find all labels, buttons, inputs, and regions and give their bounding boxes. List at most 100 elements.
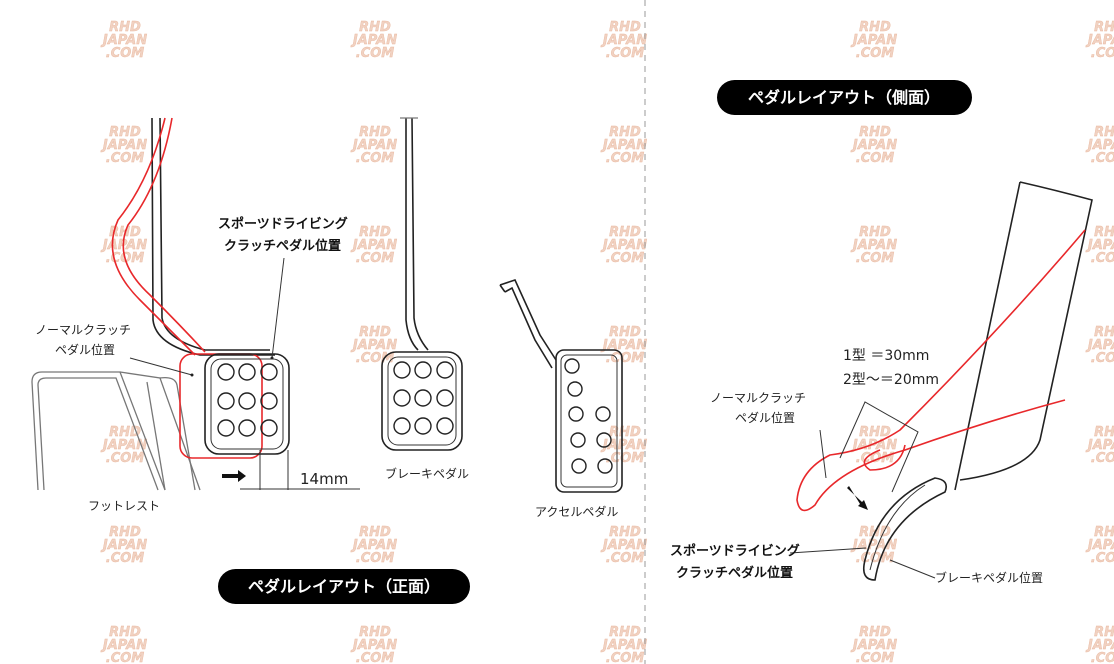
watermark-logo: JAPAN <box>100 138 147 153</box>
watermark-logo: RHD <box>859 20 891 35</box>
watermark-logo: RHD <box>859 225 891 240</box>
arrow-down-right-icon <box>847 486 868 510</box>
sport-clutch-pad <box>204 353 290 455</box>
watermark-logo: JAPAN <box>350 638 397 653</box>
front-view-title-badge <box>218 569 470 604</box>
watermark-grid: RHDJAPAN.COMRHDJAPAN.COMRHDJAPAN.COMRHDJ… <box>100 20 1114 664</box>
watermark-logo: .COM <box>356 151 395 166</box>
watermark-logo: .COM <box>856 46 895 61</box>
pedal-hole <box>217 363 235 381</box>
watermark-logo: .COM <box>1091 351 1114 366</box>
watermark-logo: .COM <box>356 46 395 61</box>
watermark-logo: RHD <box>1094 425 1114 440</box>
pedal-hole <box>393 389 411 407</box>
watermark-logo: .COM <box>1091 551 1114 566</box>
watermark-logo: .COM <box>606 551 645 566</box>
pedal-hole <box>238 363 256 381</box>
watermark-logo: .COM <box>1091 251 1114 266</box>
pedal-hole <box>217 392 235 410</box>
watermark-logo: JAPAN <box>1085 338 1114 353</box>
watermark-logo: RHD <box>859 425 891 440</box>
normal-clutch-label-line2: ペダル位置 <box>55 342 115 357</box>
pedal-hole <box>568 406 584 422</box>
watermark-logo: JAPAN <box>600 638 647 653</box>
watermark-logo: .COM <box>1091 651 1114 664</box>
watermark-logo: .COM <box>606 46 645 61</box>
pedal-hole <box>414 361 432 379</box>
pedal-hole <box>570 432 586 448</box>
watermark-logo: .COM <box>106 451 145 466</box>
side-normal-clutch-label-line2: ペダル位置 <box>735 410 795 425</box>
watermark-logo: RHD <box>359 20 391 35</box>
pedal-hole <box>436 417 454 435</box>
brake-pedal-label: ブレーキペダル <box>385 466 469 481</box>
pedal-hole <box>595 406 611 422</box>
watermark-logo: .COM <box>1091 151 1114 166</box>
watermark-logo: JAPAN <box>850 138 897 153</box>
brake-pedal-drawing <box>381 117 463 451</box>
side-view-title: ペダルレイアウト（側面） <box>748 88 940 107</box>
watermark-logo: RHD <box>1094 325 1114 340</box>
watermark-logo: RHD <box>609 125 641 140</box>
watermark-logo: RHD <box>859 125 891 140</box>
watermark-logo: RHD <box>359 625 391 640</box>
watermark-logo: JAPAN <box>1085 238 1114 253</box>
pedal-hole <box>414 417 432 435</box>
normal-clutch-label-line1: ノーマルクラッチ <box>35 323 131 337</box>
watermark-logo: RHD <box>109 425 141 440</box>
watermark-logo: JAPAN <box>350 338 397 353</box>
arrow-right-icon <box>222 470 246 482</box>
watermark-logo: RHD <box>1094 625 1114 640</box>
front-view-title: ペダルレイアウト（正面） <box>248 577 440 596</box>
side-sport-clutch-label-line2: クラッチペダル位置 <box>676 565 793 581</box>
pedal-hole <box>217 419 235 437</box>
watermark-logo: RHD <box>109 525 141 540</box>
watermark-logo: RHD <box>609 325 641 340</box>
watermark-logo: JAPAN <box>100 438 147 453</box>
watermark-logo: RHD <box>1094 125 1114 140</box>
watermark-logo: .COM <box>106 551 145 566</box>
watermark-logo: .COM <box>856 651 895 664</box>
watermark-logo: .COM <box>106 46 145 61</box>
watermark-logo: .COM <box>606 151 645 166</box>
watermark-logo: .COM <box>606 251 645 266</box>
side-sport-clutch-label-line1: スポーツドライビング <box>670 543 800 559</box>
sport-clutch-label-line1: スポーツドライビング <box>218 216 348 232</box>
watermark-logo: RHD <box>1094 525 1114 540</box>
watermark-logo: .COM <box>356 651 395 664</box>
watermark-logo: .COM <box>106 151 145 166</box>
watermark-logo: RHD <box>359 325 391 340</box>
watermark-logo: .COM <box>356 551 395 566</box>
pedal-hole <box>260 419 278 437</box>
pedal-hole <box>564 358 580 374</box>
pedal-hole <box>571 458 587 474</box>
watermark-logo: RHD <box>609 225 641 240</box>
watermark-logo: JAPAN <box>1085 638 1114 653</box>
watermark-logo: JAPAN <box>100 638 147 653</box>
watermark-logo: JAPAN <box>850 238 897 253</box>
watermark-logo: RHD <box>1094 225 1114 240</box>
side-sport-clutch-pad <box>862 477 948 581</box>
watermark-logo: .COM <box>1091 46 1114 61</box>
watermark-logo: JAPAN <box>350 33 397 48</box>
accelerator-pedal-drawing <box>499 279 623 493</box>
watermark-logo: .COM <box>606 451 645 466</box>
watermark-logo: JAPAN <box>600 238 647 253</box>
watermark-logo: .COM <box>106 651 145 664</box>
watermark-logo: RHD <box>359 225 391 240</box>
pedal-hole <box>260 392 278 410</box>
sport-clutch-label-line2: クラッチペダル位置 <box>224 238 341 254</box>
watermark-logo: RHD <box>609 20 641 35</box>
pedal-hole <box>436 361 454 379</box>
pedal-hole <box>597 458 613 474</box>
watermark-logo: JAPAN <box>100 33 147 48</box>
watermark-logo: .COM <box>856 551 895 566</box>
watermark-logo: JAPAN <box>850 538 897 553</box>
pedal-hole <box>567 381 583 397</box>
watermark-logo: JAPAN <box>1085 538 1114 553</box>
watermark-logo: RHD <box>359 125 391 140</box>
type2-offset-label: 2型〜＝20mm <box>843 372 939 388</box>
pedal-hole <box>393 417 411 435</box>
watermark-logo: JAPAN <box>350 238 397 253</box>
